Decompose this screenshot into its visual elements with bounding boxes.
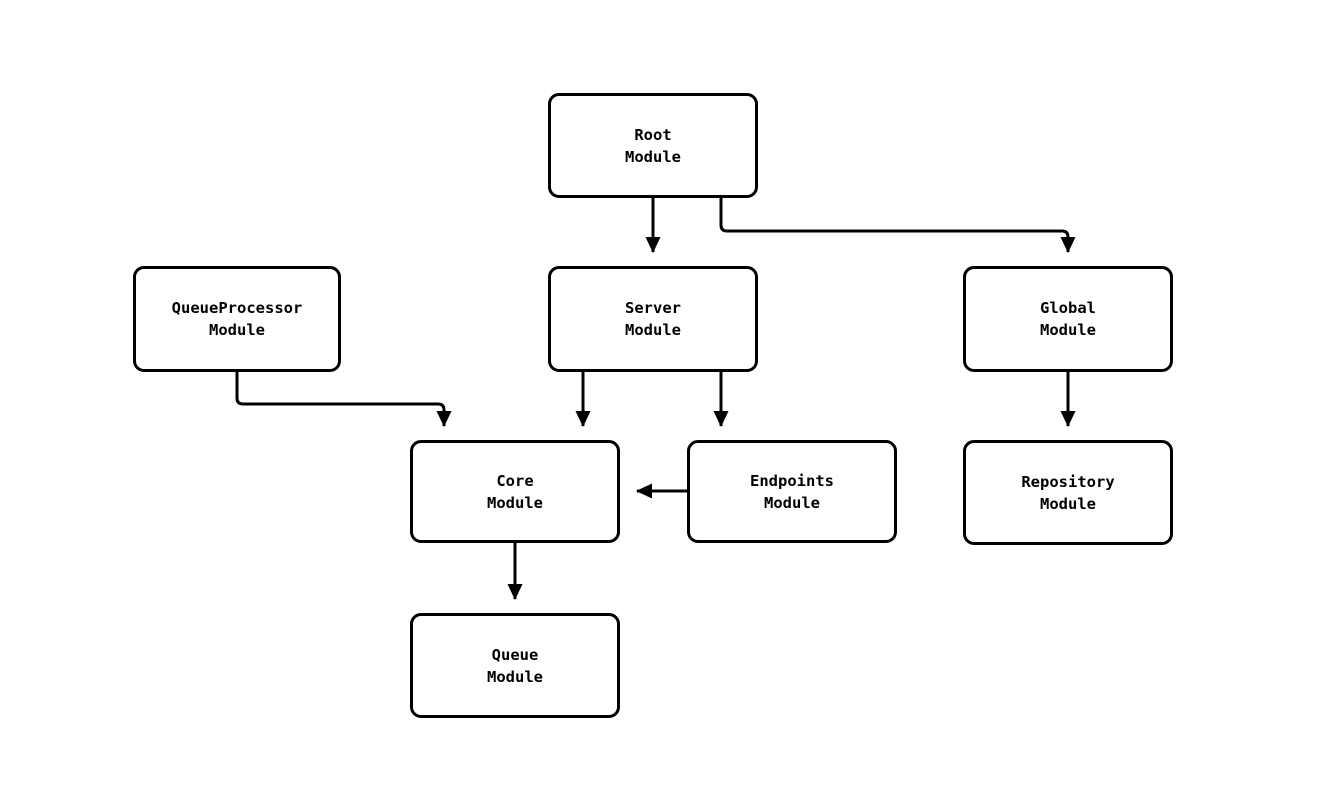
node-server-module[interactable]: Server Module [548,266,758,372]
node-label-line-1: Root [634,125,672,144]
node-queueprocessor-module[interactable]: QueueProcessor Module [133,266,341,372]
node-repository-module[interactable]: Repository Module [963,440,1173,545]
node-label-line-1: Queue [491,645,539,664]
node-label-line-2: Module [764,493,820,512]
node-core-module[interactable]: Core Module [410,440,620,543]
node-root-module[interactable]: Root Module [548,93,758,198]
node-global-module[interactable]: Global Module [963,266,1173,372]
edge-queueprocessor-to-core [235,372,452,427]
node-label-line-2: Module [1040,494,1096,513]
node-label-line-1: QueueProcessor [171,299,303,317]
node-label-line-1: Repository [1021,472,1115,491]
node-label-line-2: Module [625,321,681,339]
node-label-line-2: Module [209,321,265,339]
node-label-line-1: Global [1040,299,1096,317]
node-endpoints-module[interactable]: Endpoints Module [687,440,897,543]
node-queue-module[interactable]: Queue Module [410,613,620,718]
node-label-line-2: Module [487,493,543,512]
node-label-line-2: Module [625,147,681,166]
node-label-line-2: Module [487,667,543,686]
node-label-line-1: Core [496,471,534,490]
edge-root-to-global [719,198,1076,253]
node-label-line-2: Module [1040,321,1096,339]
node-label-line-1: Endpoints [750,471,834,490]
node-label-line-1: Server [625,299,681,317]
